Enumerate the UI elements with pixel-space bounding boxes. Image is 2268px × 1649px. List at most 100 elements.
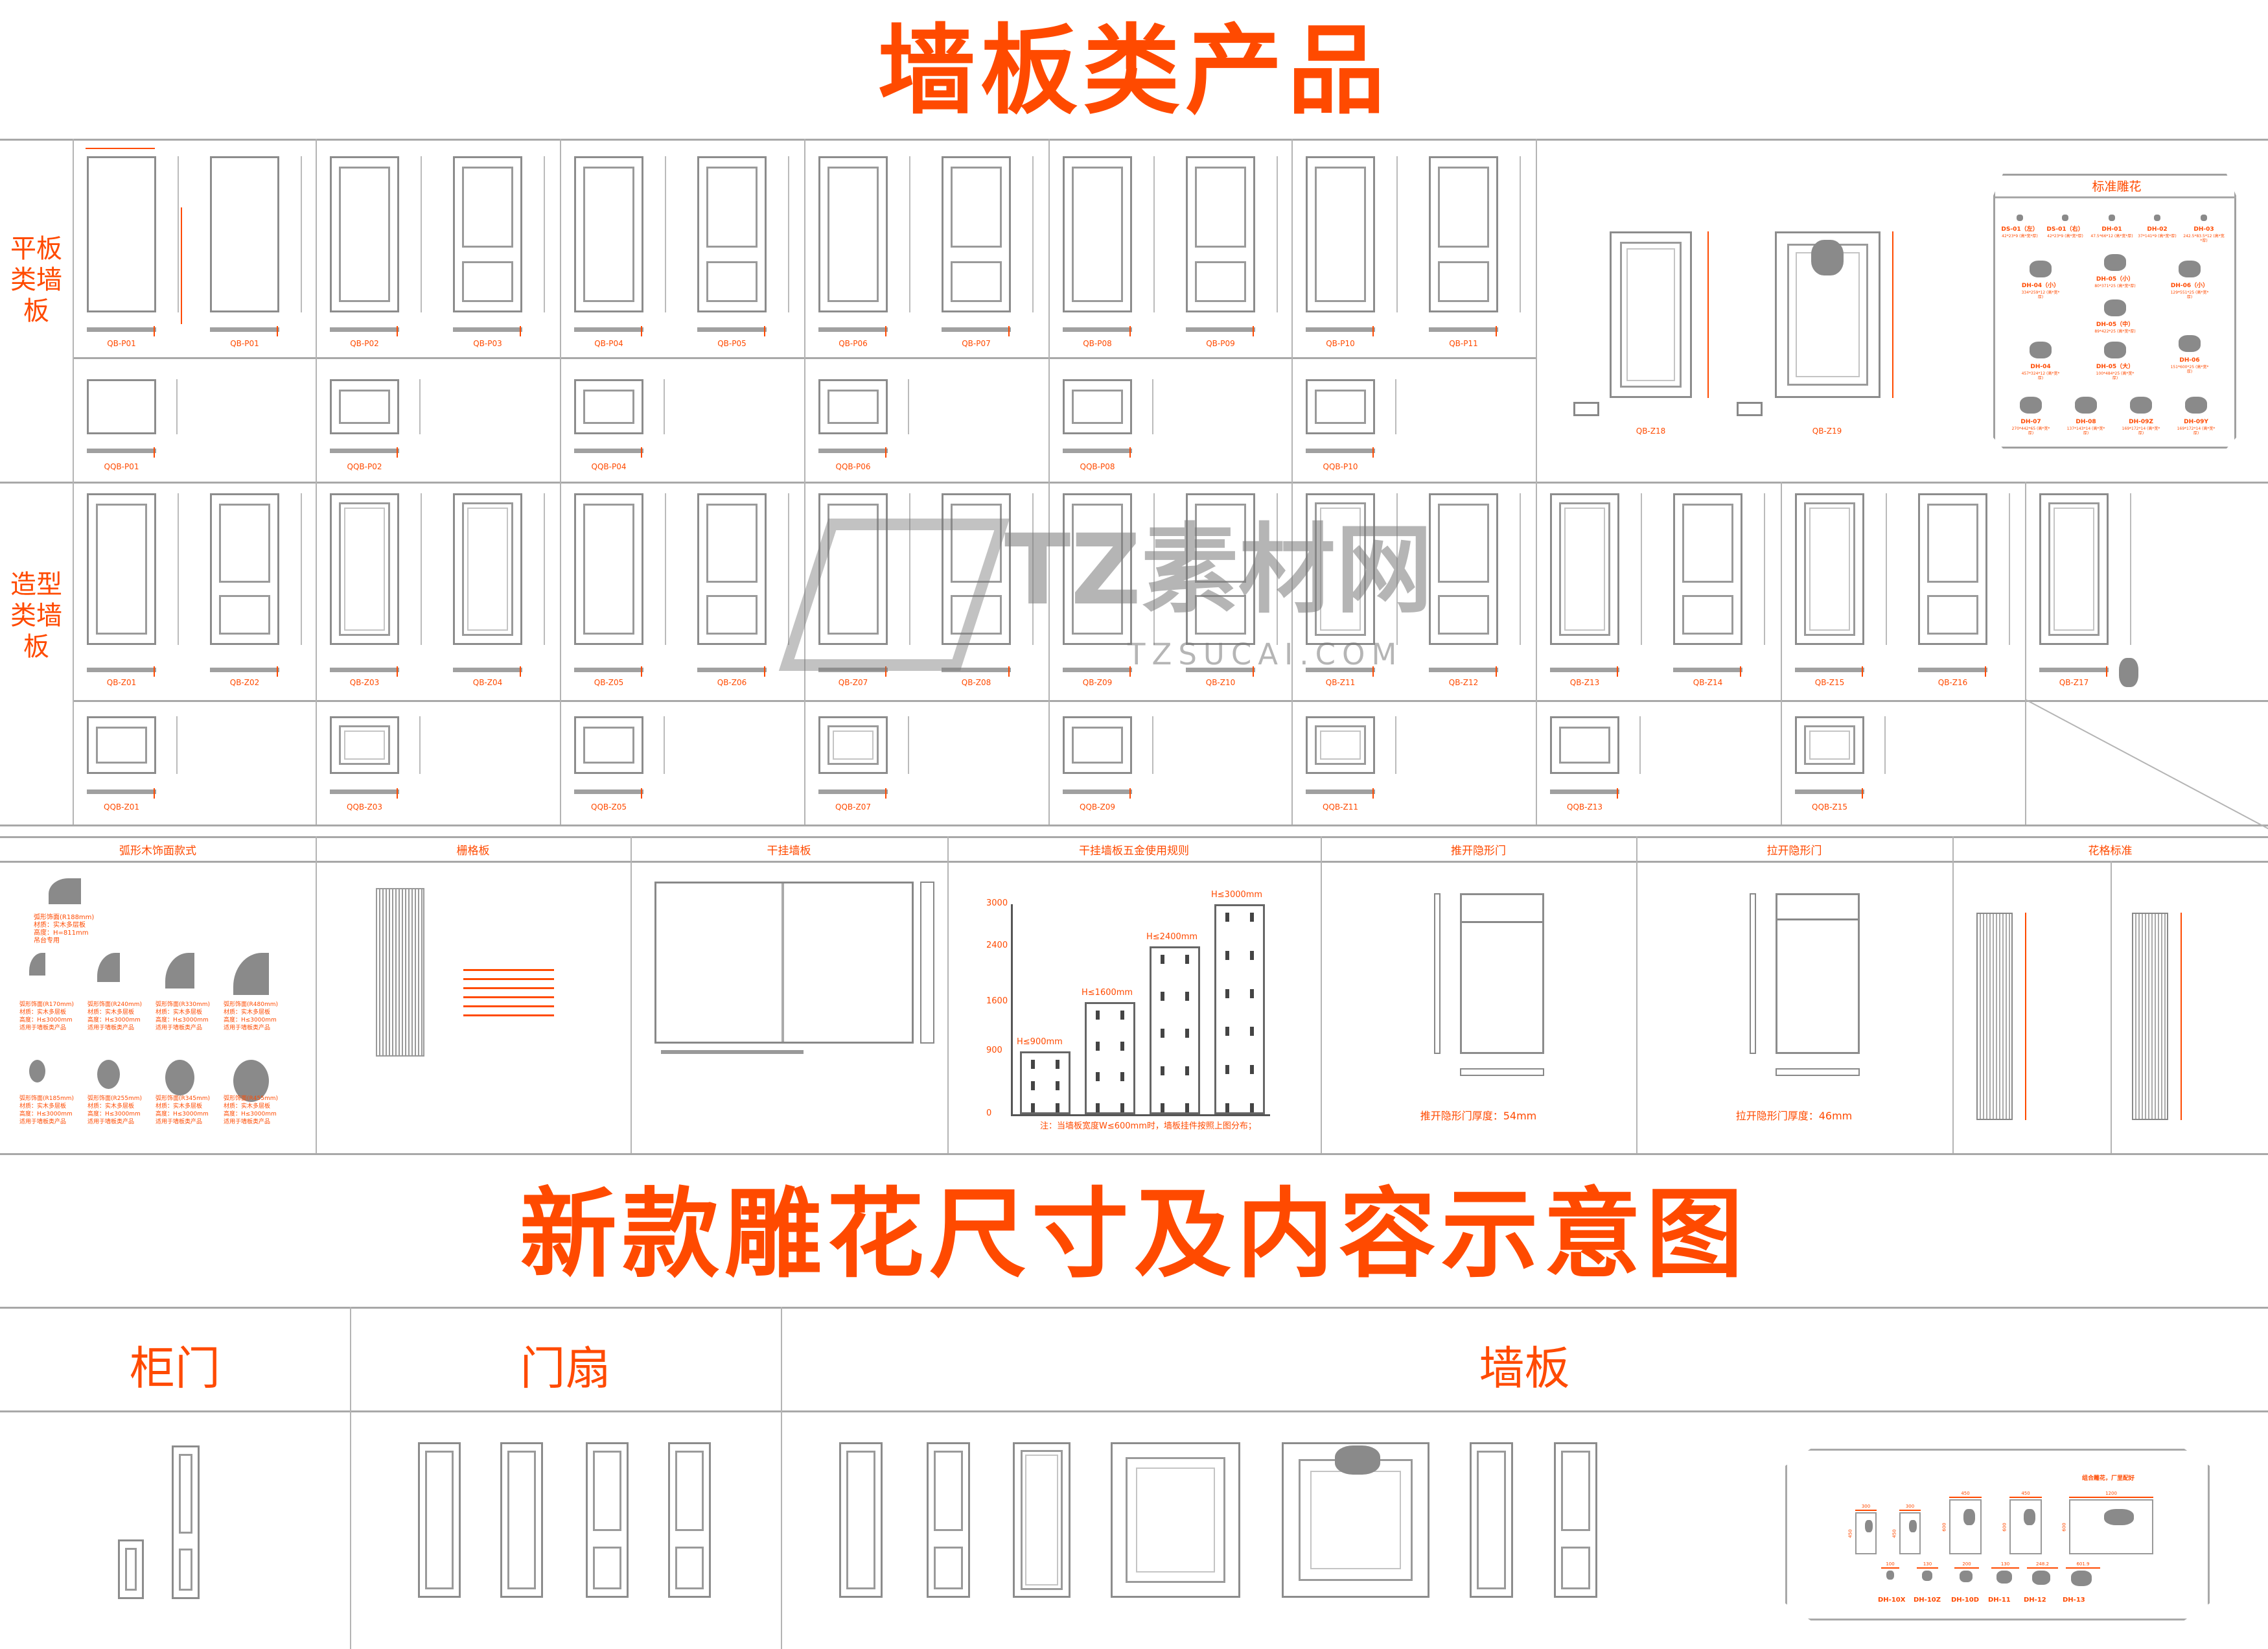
carving-ornament-icon	[2154, 215, 2160, 221]
side-profile	[301, 156, 302, 312]
dimension-tick	[1372, 788, 1374, 799]
hardware-panel	[1214, 904, 1265, 1114]
panel-drawing	[1063, 716, 1132, 774]
panel-code-label: QQB-Z07	[835, 802, 871, 812]
panel-drawing	[1470, 1442, 1513, 1598]
carving-size: 169*172*14 (高*宽*厚)	[2177, 427, 2216, 436]
part-code: DH-12	[2024, 1596, 2046, 1604]
dimension-tick	[641, 326, 642, 336]
panel-section-profile	[818, 789, 888, 794]
side-profile	[665, 493, 666, 645]
push-hidden-door-drawing	[1460, 893, 1544, 1054]
panel-section-profile	[697, 668, 767, 672]
panel-inner-frame	[593, 1547, 621, 1590]
side-profile	[1152, 379, 1153, 434]
grid-line-horizontal	[0, 824, 2268, 826]
panel-inner-frame	[179, 1549, 192, 1591]
dimension-line-red	[2181, 913, 2182, 1120]
side-profile	[909, 493, 910, 645]
panel-inner-frame	[2048, 502, 2100, 637]
panel-drawing	[1918, 493, 1987, 645]
panel-section-profile	[330, 789, 399, 794]
panel-inner-frame	[179, 1453, 192, 1534]
dimension-tick	[277, 666, 278, 677]
arc-spec-text: 材质：实木多层板	[87, 1009, 135, 1016]
frame-height-dim: 600	[1941, 1522, 1947, 1532]
arc-spec-text: 材质：实木多层板	[19, 1103, 67, 1110]
panel-inner-frame	[338, 725, 391, 766]
panel-code-label: QB-Z13	[1569, 678, 1600, 687]
arc-spec-text: 适用于墙板类产品	[224, 1025, 271, 1031]
panel-inner-molding	[1320, 731, 1361, 760]
grille-spec-line	[463, 987, 554, 989]
panel-code-label: QB-P07	[962, 339, 991, 348]
panel-inner-frame	[1437, 595, 1490, 635]
panel-code-label: QB-Z11	[1325, 678, 1356, 687]
panel-section-profile	[1550, 668, 1619, 672]
grid-line-vertical	[1048, 139, 1050, 824]
panel-section-profile	[818, 327, 888, 332]
panel-code-label: QQB-P02	[347, 462, 382, 471]
panel-inner-frame	[934, 1547, 963, 1590]
arc-spec-text: 适用于墙板类产品	[156, 1119, 203, 1125]
side-profile	[1520, 493, 1521, 645]
dimension-tick	[1496, 666, 1497, 677]
dimension-tick	[885, 447, 886, 458]
panel-drawing	[330, 493, 399, 645]
dimension-tick	[1253, 666, 1254, 677]
arc-spec-text: 材质：实木多层板	[156, 1009, 203, 1016]
hanger-hole	[1250, 950, 1254, 960]
panel-code-label: QB-P05	[717, 339, 746, 348]
arc-spec-text: 材质：实木多层板	[87, 1103, 135, 1110]
panel-inner-frame	[950, 261, 1002, 303]
section-label-flat: 平板类墙板	[10, 234, 62, 326]
arc-spec-text: 材质：实木多层板	[156, 1103, 203, 1110]
panel-drawing	[818, 379, 888, 434]
part-code: DH-10Z	[1914, 1596, 1941, 1604]
panel-code-label: QB-Z12	[1448, 678, 1479, 687]
arc-spec-text: 高度：H≤3000mm	[224, 1017, 277, 1023]
diagonal-line	[2025, 699, 2268, 835]
panel-section-profile	[1429, 668, 1498, 672]
panel-inner-molding	[1320, 508, 1361, 631]
side-profile	[1884, 716, 1886, 774]
panel-inner-molding	[1564, 508, 1605, 631]
carving-ornament-icon	[2104, 254, 2126, 271]
carving-ornament-icon	[2071, 1571, 2092, 1586]
carving-code: DH-03	[2193, 226, 2214, 233]
panel-inner-frame	[507, 1450, 536, 1590]
panel-inner-frame	[950, 503, 1002, 583]
panel-drawing	[1795, 493, 1864, 645]
panel-inner-frame	[846, 1450, 875, 1590]
panel-code-label: QQB-P04	[591, 462, 627, 471]
panel-code-label: QB-P02	[350, 339, 379, 348]
panel-inner-frame	[1561, 1450, 1590, 1532]
panel-inner-frame	[1194, 503, 1247, 583]
side-profile	[1277, 156, 1278, 312]
hanger-hole	[1031, 1081, 1035, 1091]
dimension-line-red	[86, 148, 155, 149]
arc-spec-text: 弧形饰面(R345mm)	[156, 1095, 210, 1102]
arc-spec-text: 高度：H=811mm	[34, 930, 89, 937]
panel-inner-frame	[827, 166, 879, 303]
panel-code-label-z18: QB-Z18	[1636, 427, 1666, 436]
arc-spec-text: 材质：实木多层板	[224, 1009, 271, 1016]
part-code: DH-13	[2063, 1596, 2085, 1604]
dimension-tick	[1372, 666, 1374, 677]
panel-drawing	[818, 156, 888, 312]
arc-spec-text: 弧形饰面(R240mm)	[87, 1001, 142, 1008]
part-width-dim: 130	[1917, 1561, 1938, 1569]
panel-drawing	[818, 493, 888, 645]
panel-code-label: QB-P11	[1449, 339, 1478, 348]
panel-section-profile	[1063, 327, 1132, 332]
panel-code-label: QB-P08	[1083, 339, 1112, 348]
dimension-tick	[154, 447, 155, 458]
arc-spec-text: 适用于墙板类产品	[19, 1119, 67, 1125]
panel-section-profile	[1306, 668, 1375, 672]
panel-code-label: QQB-Z15	[1812, 802, 1847, 812]
side-profile	[301, 493, 302, 645]
panel-drawing	[118, 1539, 144, 1599]
carving-size: 80*371*25 (高*宽*厚)	[2094, 284, 2136, 288]
carving-ornament-icon	[2017, 215, 2023, 221]
